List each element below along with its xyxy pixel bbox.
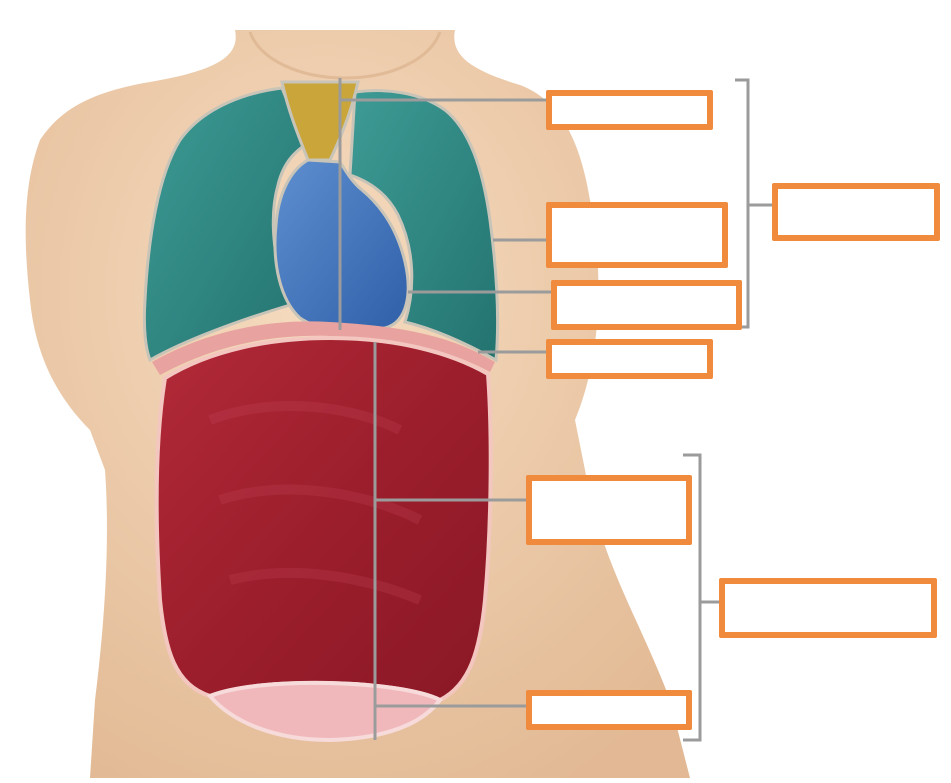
label-box-7[interactable] bbox=[719, 578, 937, 638]
label-box-8[interactable] bbox=[526, 690, 692, 730]
label-box-2[interactable] bbox=[546, 202, 728, 268]
abdominal-cavity bbox=[157, 338, 491, 700]
label-box-4[interactable] bbox=[546, 339, 713, 379]
label-box-3[interactable] bbox=[551, 280, 742, 330]
label-box-6[interactable] bbox=[526, 475, 692, 545]
label-box-1[interactable] bbox=[546, 90, 713, 130]
label-box-5[interactable] bbox=[772, 183, 940, 241]
